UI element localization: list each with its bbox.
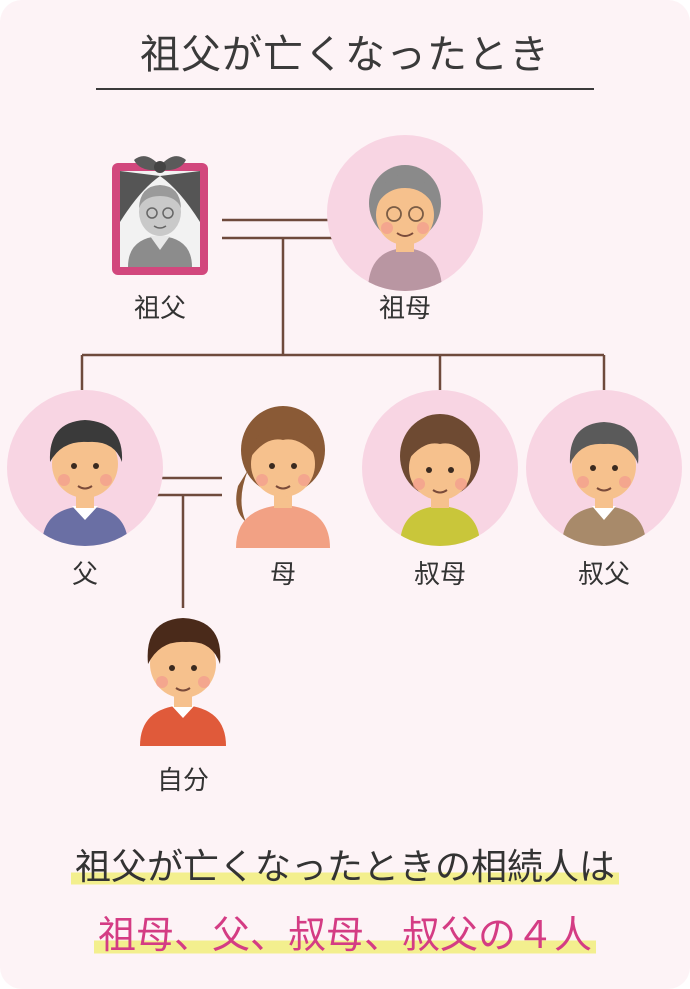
label-uncle: 叔父: [577, 560, 630, 590]
label-grandfather: 祖父: [133, 294, 186, 324]
grandmother-avatar: [327, 135, 483, 291]
label-father: 父: [71, 560, 98, 590]
title-underline: [96, 88, 594, 90]
page-title: 祖父が亡くなったとき: [140, 32, 550, 78]
mother-avatar: [236, 406, 330, 548]
connector-lines: [80, 218, 606, 608]
summary-line-1-text: 祖父が亡くなったときの相続人は: [70, 847, 619, 888]
self-avatar: [140, 618, 226, 746]
label-self: 自分: [156, 766, 209, 796]
label-mother: 母: [269, 560, 296, 590]
father-avatar: [7, 390, 163, 546]
summary-line-1: 祖父が亡くなったときの相続人は: [0, 838, 690, 890]
summary-line-2: 祖母、父、叔母、叔父の４人: [0, 904, 690, 959]
label-grandmother: 祖母: [378, 294, 431, 324]
aunt-avatar: [362, 390, 518, 546]
label-aunt: 叔母: [413, 560, 466, 590]
grandfather-portrait: [112, 156, 208, 275]
summary-line-2-text: 祖母、父、叔母、叔父の４人: [93, 913, 596, 957]
uncle-avatar: [526, 390, 682, 546]
